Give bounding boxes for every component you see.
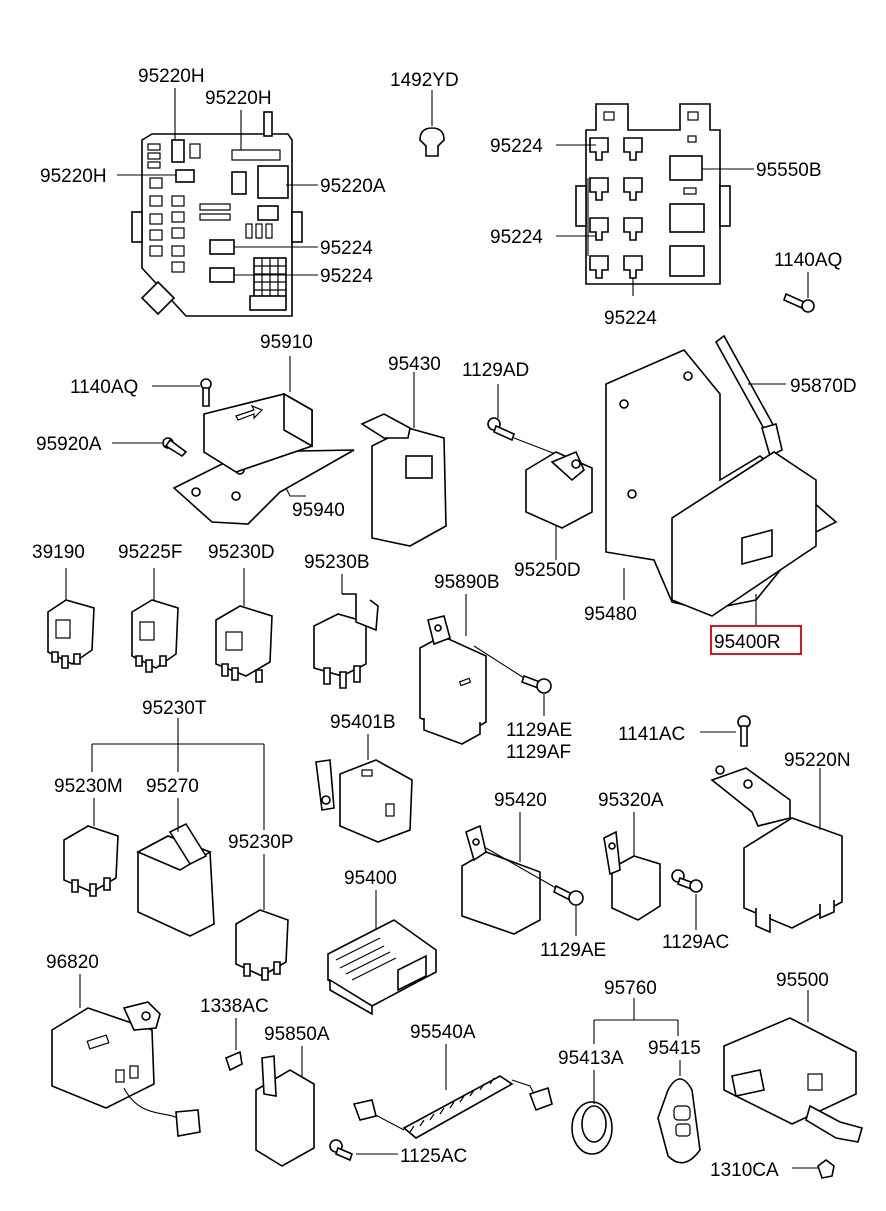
label-95413A: 95413A [558, 1048, 624, 1069]
highlight-95400R [710, 625, 802, 655]
grommet-1338AC [225, 1018, 243, 1072]
label-1129AC: 1129AC [662, 932, 729, 953]
label-1310CA: 1310CA [710, 1160, 779, 1181]
clip-1492YD [419, 90, 445, 157]
label-95224-a: 95224 [320, 238, 373, 259]
label-95224-e: 95224 [604, 308, 657, 329]
nut-1310CA [792, 1159, 835, 1179]
module-95400R [671, 451, 817, 626]
relay-95225F [131, 568, 179, 673]
label-39190: 39190 [32, 542, 85, 563]
label-95230D: 95230D [208, 542, 275, 563]
module-95420 [461, 812, 557, 935]
label-95230P: 95230P [228, 832, 294, 853]
module-95890B [419, 594, 525, 745]
label-95230B: 95230B [304, 552, 370, 573]
label-95480: 95480 [584, 604, 637, 625]
label-95400R: 95400R [714, 632, 781, 653]
bracket-95250D [525, 450, 593, 560]
label-95910: 95910 [260, 332, 313, 353]
screw-1129AD [487, 384, 567, 459]
label-95220H-left: 95220H [40, 166, 107, 187]
label-95230T: 95230T [142, 698, 207, 719]
label-95940: 95940 [292, 500, 345, 521]
label-95400: 95400 [344, 868, 397, 889]
label-95220H-mid: 95220H [205, 88, 272, 109]
leader-lines-95230T [91, 718, 265, 830]
screw-95920A [112, 437, 188, 458]
label-95401B: 95401B [330, 712, 396, 733]
label-1141AC: 1141AC [618, 724, 685, 745]
label-95415: 95415 [648, 1038, 701, 1059]
label-95224-b: 95224 [320, 266, 373, 287]
module-95430 [360, 372, 447, 547]
label-1140AQ-left: 1140AQ [70, 377, 138, 398]
label-95430: 95430 [388, 354, 441, 375]
screw-1129AC [671, 869, 703, 930]
label-95225F: 95225F [118, 542, 182, 563]
label-95890B: 95890B [434, 572, 500, 593]
leader-lines-relay-box [556, 144, 754, 296]
label-95920A: 95920A [36, 434, 102, 455]
ring-95413A [571, 1070, 613, 1155]
label-1338AC: 1338AC [200, 996, 269, 1017]
label-1492YD: 1492YD [390, 70, 459, 91]
module-95320A [603, 812, 661, 921]
label-95550B: 95550B [756, 160, 822, 181]
relay-95230M [63, 798, 119, 897]
harness-95540A [352, 1044, 553, 1139]
label-95220N: 95220N [784, 750, 851, 771]
module-95270 [136, 798, 215, 937]
antenna-95870D [714, 334, 786, 458]
relay-95230P [235, 854, 289, 981]
module-96820 [51, 974, 201, 1137]
leader-lines-95760 [593, 998, 679, 1044]
screw-1125AC [329, 1139, 398, 1162]
label-1140AQ-right: 1140AQ [774, 250, 842, 271]
module-95400 [327, 890, 437, 1016]
relay-box-95224 [575, 103, 731, 285]
module-95910 [172, 356, 355, 525]
relay-39190 [47, 568, 95, 669]
label-95220H-top: 95220H [138, 66, 205, 87]
label-1129AD: 1129AD [462, 360, 529, 381]
label-95224-c: 95224 [490, 136, 543, 157]
label-95220A: 95220A [320, 176, 386, 197]
screw-1140AQ-right [783, 272, 815, 313]
bracket-95850A [255, 1046, 315, 1167]
screw-1141AC [700, 715, 751, 747]
module-95220N [710, 765, 843, 934]
label-95250D: 95250D [514, 560, 581, 581]
leader-lines-junction-box [117, 88, 318, 276]
junction-box-95220 [131, 111, 303, 317]
label-95500: 95500 [776, 970, 829, 991]
screw-1140AQ-left [152, 378, 212, 407]
label-1125AC: 1125AC [400, 1146, 467, 1167]
label-95850A: 95850A [264, 1024, 330, 1045]
connector-95401B [315, 734, 413, 843]
module-95500 [723, 990, 863, 1143]
label-95420: 95420 [494, 790, 547, 811]
label-95230M: 95230M [54, 776, 123, 797]
remote-95415 [657, 1060, 701, 1164]
label-95760: 95760 [604, 978, 657, 999]
label-1129AE-a: 1129AE [506, 720, 572, 741]
label-1129AE-b: 1129AE [540, 940, 606, 961]
part-labels: 95220H 95220H 95220H 95220A 95224 95224 … [32, 66, 857, 1181]
label-95270: 95270 [146, 776, 199, 797]
label-95320A: 95320A [598, 790, 664, 811]
label-1129AF: 1129AF [506, 742, 571, 763]
label-95540A: 95540A [410, 1022, 476, 1043]
screw-1129AE-AF [520, 674, 552, 716]
label-95224-d: 95224 [490, 227, 543, 248]
label-95870D: 95870D [790, 376, 857, 397]
label-96820: 96820 [46, 952, 99, 973]
relay-95230D [215, 568, 273, 683]
relay-95230B [313, 574, 379, 689]
screw-1129AE-b [553, 884, 584, 936]
